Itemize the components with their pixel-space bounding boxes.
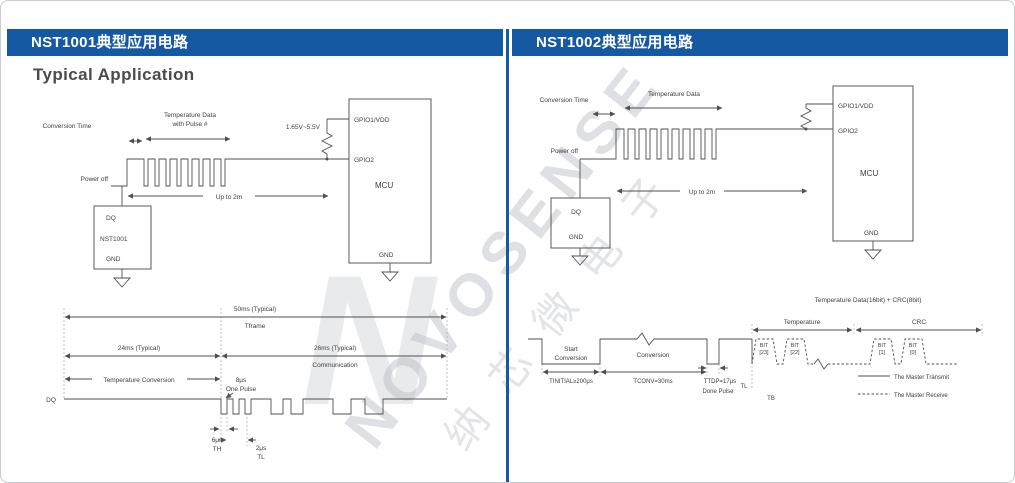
temperature-data-label: Temperature Data	[164, 112, 216, 119]
nst1001-ground-symbol	[112, 269, 132, 288]
th-label: TH	[213, 446, 222, 453]
dq-axis-label: DQ	[46, 397, 56, 404]
t-initial-label: TINITIAL≥200μs	[549, 379, 593, 385]
bit1-index: [1]	[879, 350, 886, 356]
mcu-pin-gpio1-vdd: GPIO1/VDD	[354, 117, 390, 124]
nst1002-header: NST1002典型应用电路	[512, 29, 1008, 56]
bit22-index: [22]	[790, 350, 800, 356]
nst1002-diagram: GPIO1/VDD GPIO2 MCU GND Power off	[528, 85, 983, 402]
tframe-label: Tframe	[245, 323, 266, 330]
mcu-label: MCU	[375, 181, 393, 190]
temperature-section-label: Temperature	[784, 319, 821, 326]
t-b-label: TB	[767, 396, 775, 402]
t-tdp-annotation: TTDP=17μs Done Pulse	[698, 365, 736, 395]
nst1002-ground-symbol	[570, 248, 590, 266]
bit1-label: BIT	[878, 343, 887, 349]
nst1002-timing: Temperature Data(16bit) + CRC(8bit) Temp…	[528, 297, 983, 402]
master-receive-bits-waveform	[751, 338, 814, 365]
nst1001-name: NST1001	[100, 236, 128, 243]
t-tdp-label: TTDP=17μs	[704, 379, 736, 385]
tframe-duration-label: 50ms (Typical)	[234, 306, 276, 313]
nst1001-circuit: GPIO1/VDD GPIO2 MCU GND 1.65V~5.5V	[43, 98, 432, 288]
tl-width-label: 2μs	[256, 445, 267, 452]
start-conversion-label: Conversion	[555, 355, 588, 362]
dq-signal-waveform	[580, 128, 833, 160]
nst1001-timing: 50ms (Typical) Tframe 24ms (Typical) 26m…	[46, 306, 448, 461]
t-l-label: TL	[740, 384, 748, 390]
bit0-label: BIT	[909, 343, 918, 349]
mcu-gnd-pin: GND	[379, 252, 394, 259]
mcu-label: MCU	[860, 169, 878, 178]
panels: NST1001典型应用电路 Typical Application GPIO1/…	[1, 29, 1014, 482]
nst1002-circuit: GPIO1/VDD GPIO2 MCU GND Power off	[540, 85, 914, 266]
nst1002-dq-pin: DQ	[571, 209, 581, 216]
conversion-time-label: Conversion Time	[540, 97, 589, 104]
panel-nst1001: NST1001典型应用电路 Typical Application GPIO1/…	[7, 29, 503, 482]
timing-title: Temperature Data(16bit) + CRC(8bit)	[815, 297, 922, 304]
mcu-gnd-pin: GND	[864, 230, 879, 237]
done-pulse-label: Done Pulse	[702, 389, 734, 395]
tl-annotation: 2μs TL	[218, 417, 267, 461]
master-transmit-legend-label: The Master Transmit	[894, 375, 949, 381]
nst1001-diagram: GPIO1/VDD GPIO2 MCU GND 1.65V~5.5V	[43, 98, 448, 461]
up-to-2m-label: Up to 2m	[216, 194, 242, 201]
mcu-pin-gpio2: GPIO2	[354, 157, 374, 164]
power-off-label: Power off	[551, 148, 579, 155]
power-off-label: Power off	[81, 176, 109, 183]
t-conv-label: TCONV=30ms	[633, 379, 672, 385]
nst1001-dq-pin: DQ	[106, 215, 116, 222]
mcu-ground-symbol	[380, 263, 400, 282]
bit23-index: [23]	[759, 350, 769, 356]
one-pulse-width-label: 8μs	[236, 377, 247, 384]
panel-divider	[506, 29, 509, 482]
timing-legend: The Master Transmit The Master Receive	[858, 375, 949, 399]
master-transmit-waveform	[528, 332, 753, 365]
communication-duration-label: 26ms (Typical)	[314, 345, 356, 352]
communication-label: Communication	[312, 362, 358, 369]
conversion-duration-label: 24ms (Typical)	[118, 345, 160, 352]
start-label: Start	[564, 346, 578, 353]
dq-signal-waveform	[111, 158, 349, 187]
th-width-label: 6μs	[212, 437, 223, 444]
mcu-pin-gpio2: GPIO2	[838, 128, 858, 135]
one-pulse-label: One Pulse	[226, 386, 257, 393]
master-receive-bits-waveform-2	[828, 338, 957, 365]
typical-application-title: Typical Application	[33, 65, 195, 84]
conversion-label: Conversion	[637, 352, 670, 359]
supply-voltage-label: 1.65V~5.5V	[286, 124, 321, 131]
nst1001-gnd-pin: GND	[106, 256, 121, 263]
pullup-resistor	[799, 103, 833, 131]
bit-break-squiggle	[813, 358, 829, 370]
nst1001-box	[93, 205, 152, 270]
mcu-ground-symbol	[863, 241, 883, 260]
with-pulse-label: with Pulse #	[171, 121, 207, 128]
mcu-pin-gpio1-vdd: GPIO1/VDD	[838, 103, 874, 110]
nst1002-box	[550, 197, 611, 249]
panel-nst1002: NST1002典型应用电路 GPIO1/VDD GPIO2 MCU GND	[512, 29, 1008, 482]
one-pulse-pointer	[225, 392, 234, 399]
up-to-2m-label: Up to 2m	[689, 189, 715, 196]
bit0-index: [0]	[910, 350, 917, 356]
bit23-label: BIT	[760, 343, 769, 349]
crc-section-label: CRC	[912, 319, 926, 326]
master-receive-legend-label: The Master Receive	[894, 393, 948, 399]
dq-timing-waveform	[64, 398, 447, 415]
nst1002-gnd-pin: GND	[569, 234, 584, 241]
temperature-data-label: Temperature Data	[648, 91, 700, 98]
timing-reference-lines	[63, 308, 448, 415]
pullup-resistor	[320, 118, 349, 161]
tl-label: TL	[257, 454, 265, 461]
conversion-time-label: Conversion Time	[43, 123, 92, 130]
th-annotation: 6μs TH	[210, 417, 238, 453]
timing-reference-ticks	[541, 324, 983, 390]
top-strip	[1, 1, 1014, 29]
bit22-label: BIT	[791, 343, 800, 349]
temperature-conversion-label: Temperature Conversion	[103, 377, 175, 384]
nst1001-header: NST1001典型应用电路	[7, 29, 503, 56]
